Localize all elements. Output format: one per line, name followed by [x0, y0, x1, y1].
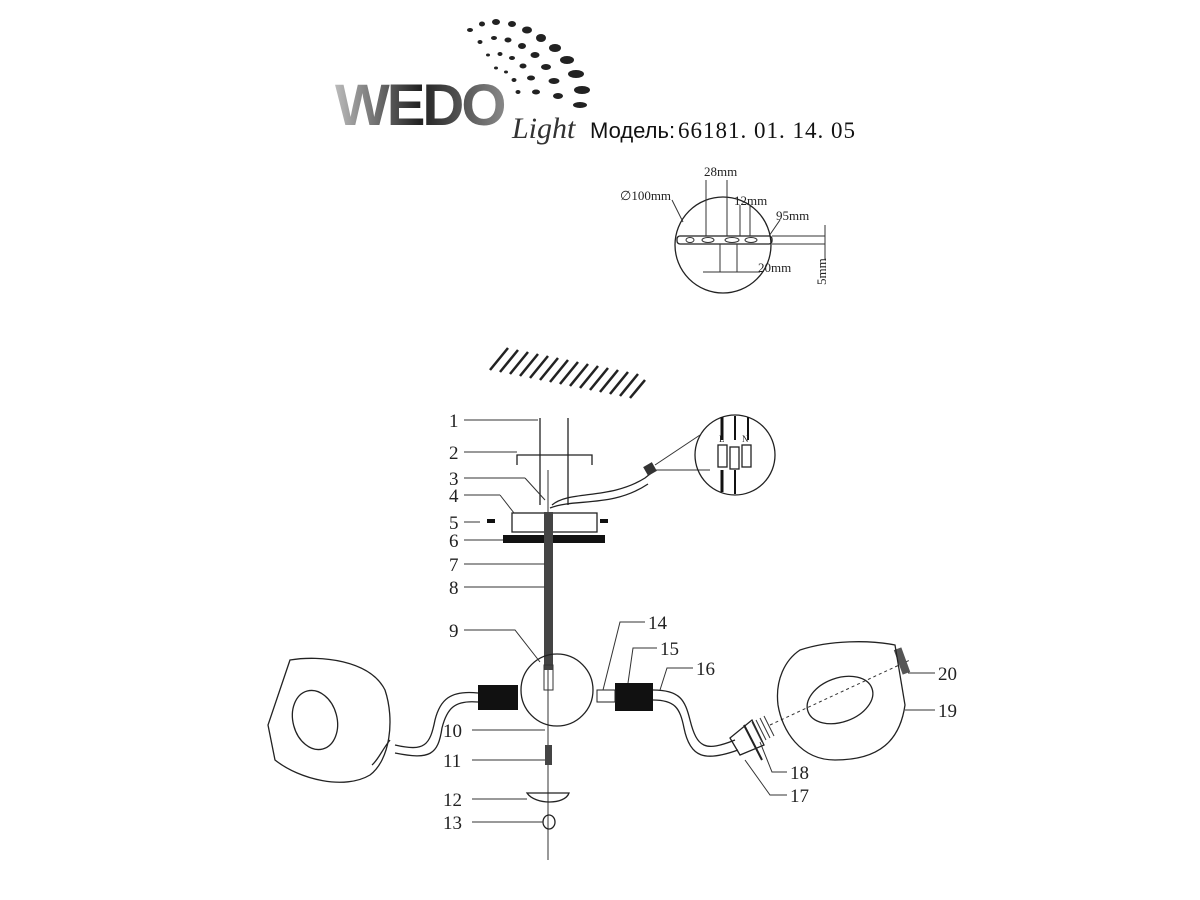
ceiling-hatch	[489, 347, 646, 399]
chandelier-body	[371, 418, 911, 860]
model-number: 66181. 01. 14. 05	[678, 118, 856, 143]
mounting-bar-detail: 28mm ∅100mm 12mm 95mm 20mm 5mm	[620, 164, 829, 294]
callout-5: 5	[449, 513, 459, 534]
callout-18: 18	[790, 763, 809, 784]
dim-5mm: 5mm	[814, 258, 829, 285]
callout-3: 3	[449, 469, 459, 490]
dim-95mm: 95mm	[776, 208, 809, 223]
callout-13: 13	[443, 813, 462, 834]
left-glass-shade	[267, 657, 391, 783]
callout-8: 8	[449, 578, 459, 599]
callout-4: 4	[449, 486, 459, 507]
callout-19: 19	[938, 701, 957, 722]
callout-9: 9	[449, 621, 459, 642]
brand-logo: WEDO Light	[335, 19, 590, 145]
dim-diameter: ∅100mm	[620, 188, 671, 203]
callout-20: 20	[938, 664, 957, 685]
logo-dot-swirl	[467, 19, 590, 108]
right-glass-shade	[776, 641, 906, 761]
callout-17: 17	[790, 786, 809, 807]
terminal-neutral-label: N	[742, 434, 749, 444]
dim-28mm: 28mm	[704, 164, 737, 179]
callout-6: 6	[449, 531, 459, 552]
terminal-block-detail: L N	[654, 414, 776, 496]
part-callouts: 1 2 3 4 5 6 7 8 9 10 11 12 13 14 15 16 1…	[443, 411, 957, 834]
callout-12: 12	[443, 790, 462, 811]
callout-11: 11	[443, 751, 461, 772]
callout-7: 7	[449, 555, 459, 576]
callout-15: 15	[660, 639, 679, 660]
dim-12mm: 12mm	[734, 193, 767, 208]
terminal-live-label: L	[719, 434, 725, 444]
callout-16: 16	[696, 659, 715, 680]
logo-wordmark: WEDO	[335, 73, 504, 138]
callout-2: 2	[449, 443, 459, 464]
dim-20mm: 20mm	[758, 260, 791, 275]
callout-14: 14	[648, 613, 668, 634]
logo-script: Light	[511, 112, 576, 145]
model-label: Модель:	[590, 118, 675, 143]
callout-1: 1	[449, 411, 459, 432]
callout-10: 10	[443, 721, 462, 742]
